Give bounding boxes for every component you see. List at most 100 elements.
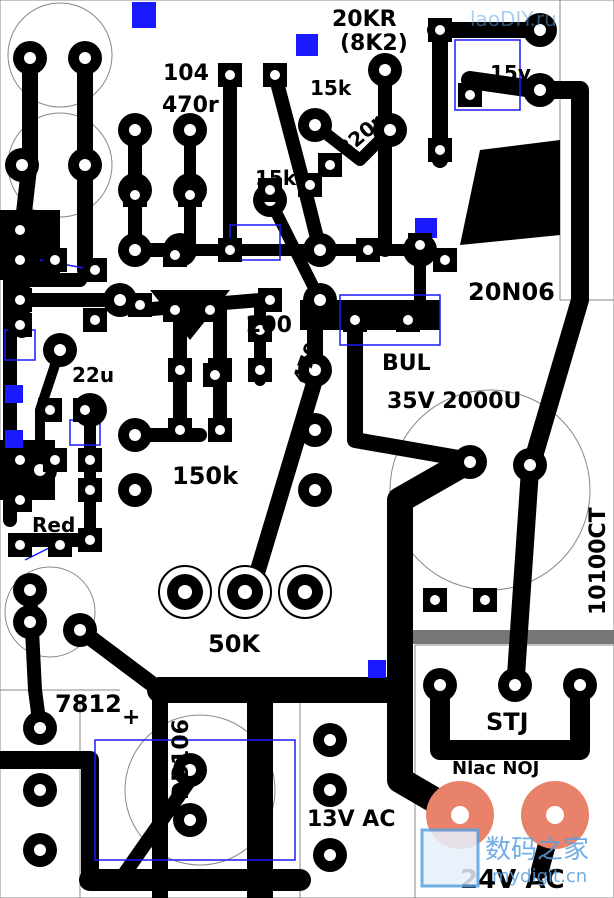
pad-hole (54, 344, 66, 356)
pad-hole (80, 405, 90, 415)
pad-hole (135, 300, 145, 310)
label-bul: BUL (382, 351, 431, 376)
pad-hole (210, 370, 220, 380)
pad-hole (434, 679, 446, 691)
pad-hole (15, 255, 25, 265)
pad-hole (324, 784, 336, 796)
label-r470: 470r (162, 93, 219, 118)
label-cap: 35V 2000U (387, 389, 521, 414)
pad-hole (15, 295, 25, 305)
pad-hole (255, 325, 265, 335)
watermark-top: laoDIY.ru (470, 7, 557, 31)
pad-hole (184, 124, 196, 136)
pad-hole (225, 245, 235, 255)
label-c22u: 22u (72, 363, 114, 387)
pad-hole (270, 70, 280, 80)
pad-hole (34, 844, 46, 856)
pad-hole (415, 240, 425, 250)
pad-hole (79, 159, 91, 171)
pad-hole (509, 679, 521, 691)
pad-hole (265, 295, 275, 305)
label-r20k: 20KR (332, 7, 397, 32)
pad-hole (314, 244, 326, 256)
pad-hole (170, 305, 180, 315)
label-r150k: 150k (172, 462, 239, 490)
square-pads (8, 18, 497, 612)
pad-hole (129, 124, 141, 136)
watermark-bottom: 数码之家 mydigit.cn (420, 828, 589, 888)
label-r8k2: (8K2) (340, 31, 408, 56)
pad-hole (265, 185, 275, 195)
pad-hole (225, 70, 235, 80)
pad-hole (363, 245, 373, 255)
label-bridge: DB106 (169, 719, 194, 800)
pad-hole (324, 849, 336, 861)
pad-hole (74, 624, 86, 636)
pad-hole (215, 425, 225, 435)
pad-hole (465, 90, 475, 100)
pad-hole (309, 119, 321, 131)
round-pads (5, 13, 597, 872)
pad-hole (15, 225, 25, 235)
pad-hole (534, 24, 546, 36)
pad-hole (50, 255, 60, 265)
pad-hole (350, 315, 360, 325)
pad-hole (574, 679, 586, 691)
pad-hole (50, 455, 60, 465)
pad-hole (55, 540, 65, 550)
pad-hole (324, 734, 336, 746)
blue-pads (5, 2, 437, 678)
pad-hole (85, 535, 95, 545)
pad-hole (130, 190, 140, 200)
pad-hole (79, 52, 91, 64)
pad-hole (129, 244, 141, 256)
label-c104: 104 (163, 61, 209, 86)
label-nic: Nlac NOJ (452, 758, 539, 779)
pad-hole (85, 455, 95, 465)
pad-hole (34, 784, 46, 796)
label-diode: 10100CT (586, 507, 611, 615)
label-v15: 15v (490, 61, 531, 85)
pad-hole (305, 180, 315, 190)
pad-hole (480, 595, 490, 605)
label-pot: 50K (208, 630, 261, 658)
label-plus: + (122, 705, 140, 730)
label-ac13: 13V AC (307, 807, 395, 832)
pad-hole (24, 52, 36, 64)
pad-hole (15, 495, 25, 505)
watermark-url: mydigit.cn (492, 866, 587, 887)
pad-hole (185, 190, 195, 200)
pad-hole (15, 455, 25, 465)
watermark-cn: 数码之家 (485, 835, 589, 865)
pad-hole (15, 320, 25, 330)
pad-hole (175, 365, 185, 375)
pad-hole (255, 365, 265, 375)
pad-hole (129, 484, 141, 496)
pad-hole (114, 294, 126, 306)
label-mos: 20N06 (468, 278, 555, 306)
pad-hole (24, 584, 36, 596)
pad-hole (325, 160, 335, 170)
pad-hole (85, 485, 95, 495)
pad-hole (45, 405, 55, 415)
pad-hole (309, 484, 321, 496)
pad-hole (90, 315, 100, 325)
pad-hole (175, 425, 185, 435)
pad-hole (464, 456, 476, 468)
pad-hole (403, 315, 413, 325)
label-red: Red (32, 513, 75, 537)
pad-hole (184, 764, 196, 776)
pad-hole (205, 305, 215, 315)
pad-hole (184, 814, 196, 826)
pad-hole (16, 159, 28, 171)
label-r15k-a: 15k (310, 76, 352, 100)
pad-hole (309, 364, 321, 376)
pad-hole (524, 459, 536, 471)
potentiometer (158, 565, 332, 619)
label-r15k-b: 15k (255, 166, 297, 190)
pad-hole (90, 265, 100, 275)
pad-hole (435, 145, 445, 155)
pad-hole (129, 429, 141, 441)
